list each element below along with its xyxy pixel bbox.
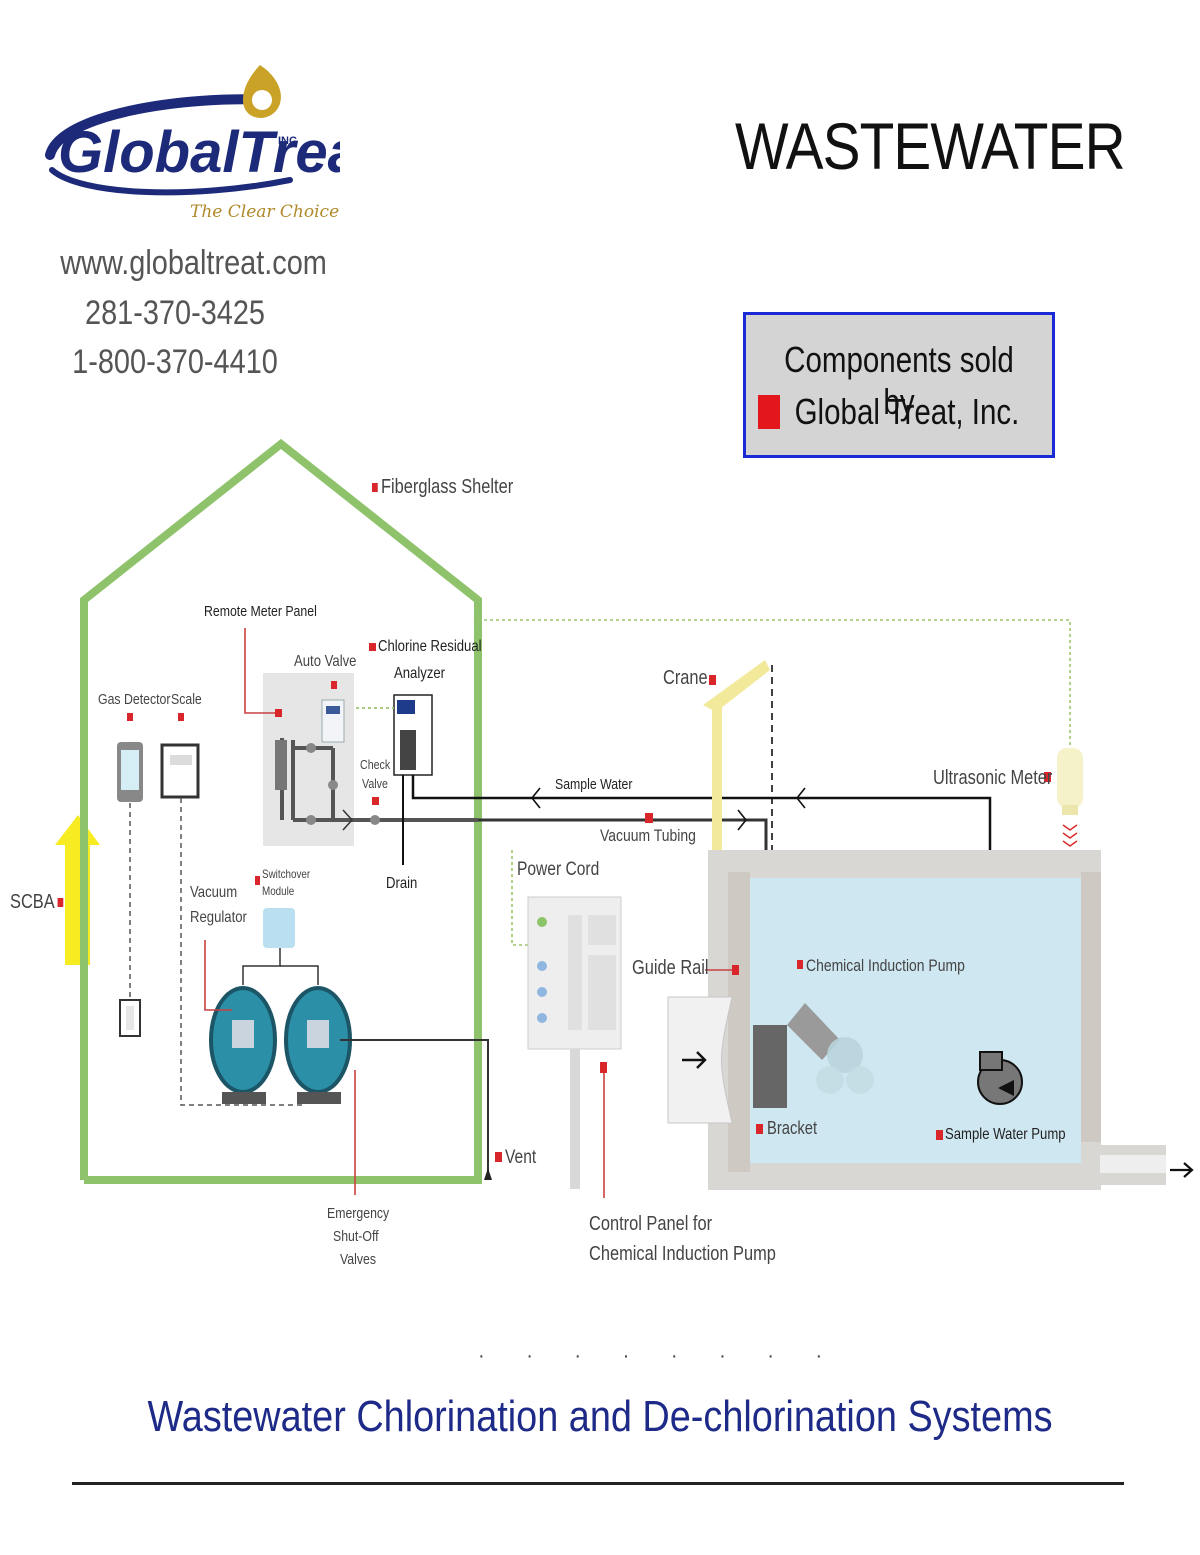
label-scale: Scale: [171, 691, 202, 708]
logo-inc-text: INC: [278, 135, 297, 147]
legend-line2: Global Treat, Inc.: [794, 391, 1020, 432]
decorative-dots: · · · · · · · ·: [478, 1345, 841, 1367]
label-check-valve-2: Valve: [362, 776, 388, 791]
label-switchover-1: Switchover: [262, 867, 311, 881]
chlorine-cylinder-right: [284, 986, 352, 1104]
page-title: WASTEWATER: [735, 109, 1126, 183]
label-chlorine-residual-1: Chlorine Residual: [378, 638, 482, 655]
legend-line1: Components sold by: [784, 339, 1014, 422]
label-chlorine-residual-2: Analyzer: [394, 665, 446, 682]
label-sample-water: Sample Water: [555, 776, 633, 793]
website-text: www.globaltreat.com: [60, 244, 327, 282]
logo-tagline: The Clear Choice: [190, 202, 339, 222]
label-gas-detector: Gas Detector: [98, 691, 171, 708]
label-ultrasonic-meter: Ultrasonic Meter: [933, 767, 1053, 789]
legend-red-marker: [758, 395, 780, 429]
label-emergency-1: Emergency: [327, 1205, 390, 1222]
label-check-valve-1: Check: [360, 757, 391, 772]
label-fiberglass-shelter: Fiberglass Shelter: [372, 476, 513, 499]
chlorine-cylinder-left: [209, 986, 277, 1104]
label-bracket: Bracket: [767, 1118, 818, 1138]
phone-text: 281-370-3425: [85, 294, 265, 332]
scba-arrow: [55, 815, 100, 965]
label-scba: SCBA: [10, 891, 67, 914]
label-auto-valve: Auto Valve: [294, 653, 357, 670]
label-control-panel-1: Control Panel for: [589, 1213, 713, 1235]
scale-device: [160, 743, 200, 799]
label-chemical-induction-pump: Chemical Induction Pump: [806, 956, 965, 975]
label-control-panel-2: Chemical Induction Pump: [589, 1243, 776, 1265]
label-sample-water-pump: Sample Water Pump: [945, 1126, 1066, 1143]
label-vent: Vent: [505, 1147, 537, 1168]
sample-water-pump: [977, 1051, 1023, 1105]
ultrasonic-meter: [1057, 748, 1083, 847]
label-power-cord: Power Cord: [517, 859, 600, 880]
label-vacuum-tubing: Vacuum Tubing: [600, 826, 696, 845]
chemical-induction-pump: [753, 1003, 874, 1108]
label-guide-rail: Guide Rail: [632, 957, 709, 979]
fiberglass-shelter-outline: [80, 438, 482, 1184]
legend-box: Components sold by Global Treat, Inc.: [743, 312, 1055, 458]
label-emergency-2: Shut-Off: [333, 1228, 379, 1245]
footer-rule: [72, 1482, 1124, 1485]
label-vacuum-regulator-2: Regulator: [190, 909, 247, 926]
label-crane: Crane: [663, 667, 708, 689]
label-switchover-2: Module: [262, 884, 295, 898]
tollfree-text: 1-800-370-4410: [72, 343, 278, 381]
footer-title: Wastewater Chlorination and De-chlorinat…: [147, 1392, 1053, 1441]
switchover-module: [263, 908, 295, 948]
label-emergency-3: Valves: [340, 1251, 377, 1268]
label-vacuum-regulator-1: Vacuum: [190, 884, 238, 901]
label-drain: Drain: [386, 875, 418, 892]
label-remote-meter-panel: Remote Meter Panel: [204, 603, 317, 620]
